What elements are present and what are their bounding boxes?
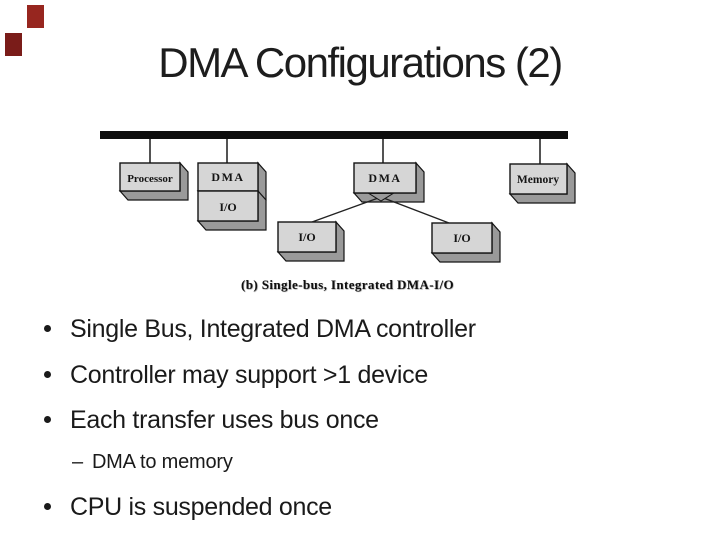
processor-box	[119, 162, 181, 192]
box-faces	[119, 162, 568, 254]
bullet-item-4: CPU is suspended once	[44, 492, 332, 522]
bullet-dot-icon	[44, 416, 51, 423]
bullet-text: DMA to memory	[91, 451, 233, 473]
system-bus	[100, 131, 568, 139]
dma-io-links	[311, 196, 450, 224]
bullet-dot-icon	[44, 371, 51, 378]
io1-label: I/O	[219, 200, 236, 214]
corner-decoration	[5, 5, 44, 56]
page-title: DMA Configurations (2)	[158, 39, 563, 86]
processor-label: Processor	[127, 173, 173, 185]
bus-drop-lines	[149, 139, 541, 164]
io1-box	[197, 190, 259, 222]
memory-box	[509, 163, 568, 195]
bullet-text: Single Bus, Integrated DMA controller	[70, 315, 476, 343]
box-labels: Processor DMA I/O DMA I/O I/O Memory	[127, 170, 559, 245]
dma1-label: DMA	[211, 170, 244, 184]
io-right-label: I/O	[453, 231, 470, 245]
bullet-item-3: Each transfer uses bus once	[44, 405, 379, 435]
dma-diagram: Processor DMA I/O DMA I/O I/O Memory	[100, 131, 576, 263]
dma2-label: DMA	[368, 171, 401, 185]
box-extrusions	[118, 161, 576, 263]
bullet-item-2: Controller may support >1 device	[44, 360, 428, 390]
memory-label: Memory	[517, 174, 559, 186]
decor-square-bottom-icon	[5, 33, 22, 56]
bullet-dot-icon	[44, 503, 51, 510]
bullet-text: Each transfer uses bus once	[70, 406, 379, 434]
io-right-box	[431, 222, 493, 254]
sub-bullet-dash: –	[72, 451, 83, 473]
bullet-item-1: Single Bus, Integrated DMA controller	[44, 314, 476, 344]
bullet-text: Controller may support >1 device	[70, 361, 428, 389]
bullet-dot-icon	[44, 325, 51, 332]
dma-io-link-right	[380, 196, 450, 224]
sub-bullet-item: – DMA to memory	[72, 449, 233, 475]
figure-caption: (b) Single-bus, Integrated DMA-I/O	[241, 277, 454, 292]
dma1-box	[197, 162, 259, 192]
bullet-text: CPU is suspended once	[70, 493, 332, 521]
dma-io-link-left	[311, 196, 382, 223]
io-left-box	[277, 221, 337, 253]
io-left-label: I/O	[298, 230, 315, 244]
decor-square-top-icon	[27, 5, 44, 28]
dma2-notch	[367, 193, 395, 202]
